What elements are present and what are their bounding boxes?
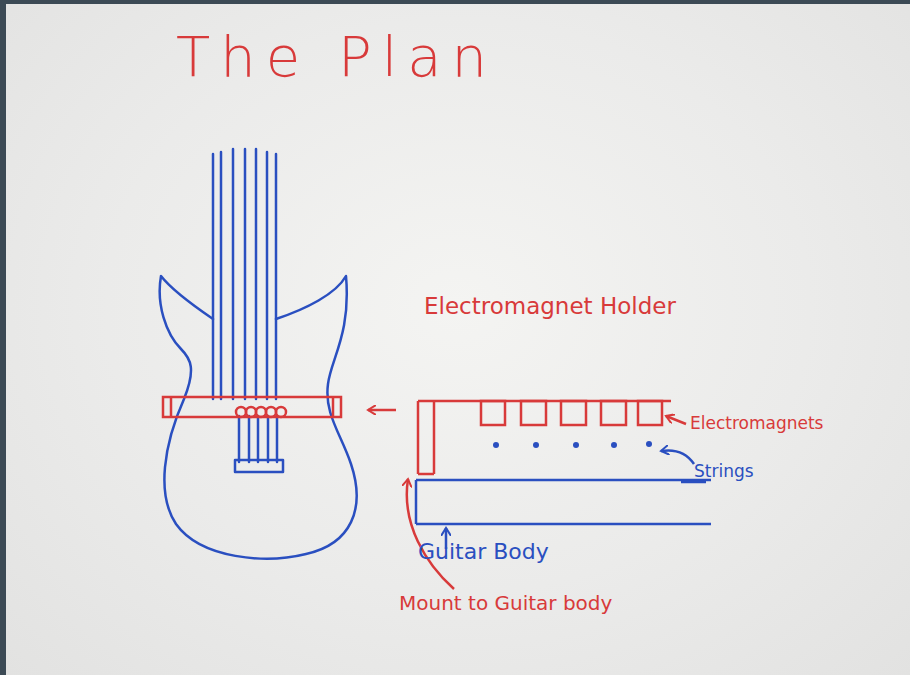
holder-detail — [407, 401, 686, 589]
holder-label: Electromagnet Holder — [424, 294, 676, 319]
body-label: Guitar Body — [418, 540, 549, 564]
body-detail — [416, 450, 711, 549]
guitar-sketch — [6, 4, 910, 675]
string-dots — [493, 441, 652, 448]
holder-bar — [163, 397, 396, 417]
diagram-title: The Plan — [176, 26, 497, 88]
mount-label: Mount to Guitar body — [399, 592, 612, 614]
strings-label: Strings — [694, 462, 754, 481]
magnet-label: Electromagnets — [690, 414, 823, 433]
guitar-outline — [160, 149, 357, 559]
